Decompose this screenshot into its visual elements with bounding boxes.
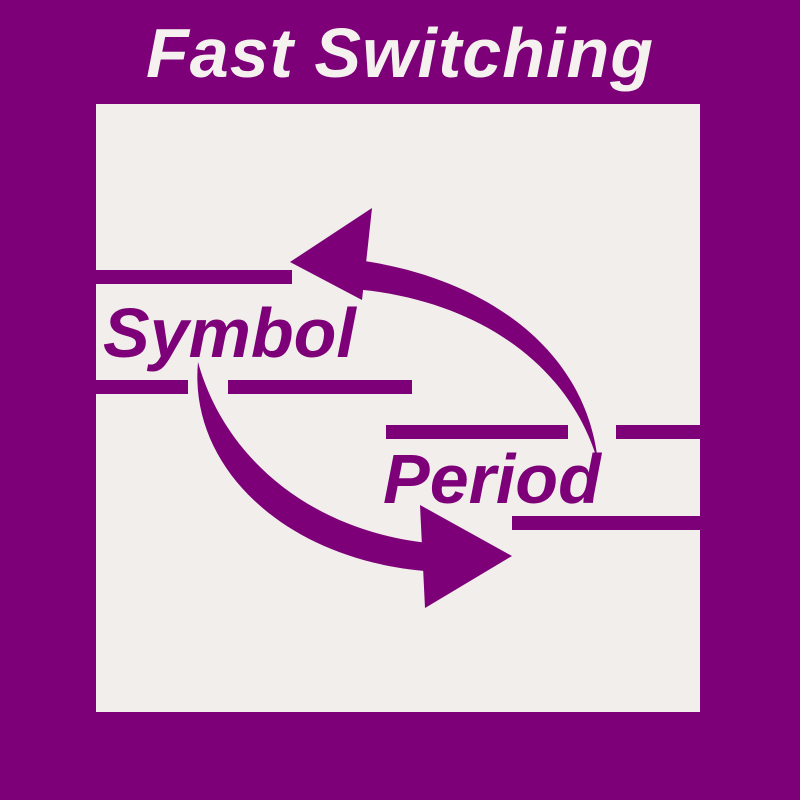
period-label: Period [383,440,602,518]
curved-arrow-left-icon [290,208,598,462]
curved-arrow-right-icon [197,362,512,608]
symbol-label: Symbol [103,294,357,372]
content-panel [96,104,700,712]
symbol-bottom-bar-right [228,380,412,394]
banner-title: Fast Switching [146,14,654,92]
period-bottom-bar [512,516,700,530]
symbol-bottom-bar-left [96,380,188,394]
symbol-top-bar [96,270,292,284]
period-top-bar-left [386,425,568,439]
period-top-bar-right [616,425,700,439]
